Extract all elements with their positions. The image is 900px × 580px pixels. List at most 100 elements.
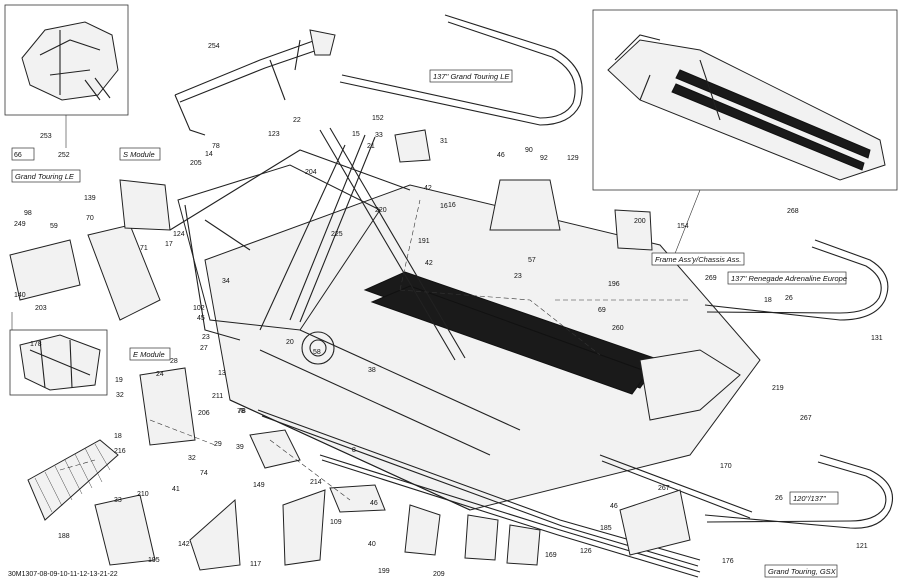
callout-label: 195 <box>148 557 160 564</box>
callout-label: 225 <box>331 231 343 238</box>
inset-ref-252: 66 <box>11 147 35 161</box>
callout-label: 14 <box>205 151 213 158</box>
callout-label: 39 <box>236 444 244 451</box>
callout-label: 45 <box>197 315 205 322</box>
callout-label: 109 <box>330 519 342 526</box>
dashed-leaders <box>59 199 690 501</box>
callout-label: 92 <box>540 155 548 162</box>
callout-label: 33 <box>114 497 122 504</box>
callout-label: 129 <box>567 155 579 162</box>
callout-label: 196 <box>608 281 620 288</box>
callout-label: 200 <box>634 218 646 225</box>
callout-label: 210 <box>137 491 149 498</box>
callout-label: 268 <box>787 208 799 215</box>
rear-bumper-131 <box>704 239 889 321</box>
document-number: 30M1307-08-09-10-11-12-13-21-22 <box>8 571 118 578</box>
variant-label-gt-le-137: 137'' Grand Touring LE <box>429 69 513 83</box>
callout-label: 69 <box>598 307 606 314</box>
callout-label: 152 <box>372 115 384 122</box>
callout-label: 28 <box>170 358 178 365</box>
callout-label: 58 <box>313 349 321 356</box>
callout-label: 40 <box>368 541 376 548</box>
callout-label: 188 <box>58 533 70 540</box>
footrests-and-brackets <box>9 129 691 571</box>
variant-label-grand-touring-le: Grand Touring LE <box>11 169 81 183</box>
variant-label-120-137: 120''/137'' <box>789 491 839 505</box>
callout-label: 90 <box>525 147 533 154</box>
callout-label: 124 <box>173 231 185 238</box>
callout-label: 46 <box>370 500 378 507</box>
callout-label: 57 <box>528 257 536 264</box>
callout-label: 131 <box>871 335 883 342</box>
variant-label-e-module: E Module <box>129 347 171 361</box>
callout-label: 16 <box>448 202 456 209</box>
callout-label: 191 <box>418 238 430 245</box>
inset-chassis-view-top-right <box>592 9 898 191</box>
callout-label: 71 <box>140 245 148 252</box>
callout-label: 26 <box>775 495 783 502</box>
svg-text:120''/137'': 120''/137'' <box>793 494 826 503</box>
callout-label: 15 <box>352 131 360 138</box>
callout-label: 117 <box>250 561 261 568</box>
callout-numbers: 254 22 15 123 21 14 78 205 204 33 152 31… <box>14 43 883 578</box>
callout-label: 267 <box>658 485 670 492</box>
callout-label: 42 <box>425 260 433 267</box>
svg-text:Frame Ass'y/Chassis Ass.: Frame Ass'y/Chassis Ass. <box>655 255 741 264</box>
callout-label: 18 <box>114 433 122 440</box>
callout-label: 170 <box>720 463 732 470</box>
inset-module-detail-left <box>9 329 108 396</box>
callout-label: 220 <box>375 207 387 214</box>
callout-label: 121 <box>856 543 868 550</box>
variant-label-renegade-137: 137'' Renegade Adrenaline Europe <box>727 271 847 285</box>
callout-label: 26 <box>785 295 793 302</box>
callout-label: 78 <box>212 143 220 150</box>
callout-label: 252 <box>58 152 70 159</box>
callout-label: 254 <box>208 43 220 50</box>
callout-label: 32 <box>188 455 196 462</box>
callout-label: 38 <box>368 367 376 374</box>
svg-text:137'' Grand Touring LE: 137'' Grand Touring LE <box>433 72 510 81</box>
callout-label: 249 <box>14 221 26 228</box>
callout-label: 59 <box>50 223 58 230</box>
variant-label-s-module: S Module <box>119 147 161 161</box>
callout-label: 205 <box>190 160 202 167</box>
callout-label: 269 <box>705 275 717 282</box>
variant-label-frame-assy: Frame Ass'y/Chassis Ass. <box>651 252 745 266</box>
callout-label: 139 <box>84 195 96 202</box>
callout-label: 18 <box>764 297 772 304</box>
callout-252a: 66 <box>14 152 22 159</box>
callout-label: 46 <box>497 152 505 159</box>
callout-label: 19 <box>115 377 123 384</box>
callout-label: 22 <box>293 117 301 124</box>
rear-bumper-129 <box>339 14 583 126</box>
callout-label: 204 <box>305 169 317 176</box>
heat-exchanger-188 <box>27 439 119 521</box>
callout-label: 267 <box>800 415 812 422</box>
callout-label: 209 <box>433 571 445 578</box>
callout-label: 42 <box>424 185 432 192</box>
callout-label: 27 <box>200 345 208 352</box>
variant-label-grand-touring-gsx: Grand Touring, GSX <box>764 564 838 578</box>
callout-label: 260 <box>612 325 624 332</box>
svg-text:S Module: S Module <box>123 150 155 159</box>
callout-label: 149 <box>253 482 265 489</box>
callout-label: 140 <box>14 292 26 299</box>
callout-label: 206 <box>198 410 210 417</box>
callout-label: 203 <box>35 305 47 312</box>
callout-label: 154 <box>677 223 689 230</box>
callout-label: 98 <box>24 210 32 217</box>
callout-label: 178 <box>30 341 42 348</box>
callout-label: 70 <box>86 215 94 222</box>
rear-bumper-121 <box>704 454 894 529</box>
callout-label: 41 <box>172 486 180 493</box>
svg-text:Grand Touring, GSX: Grand Touring, GSX <box>768 567 837 576</box>
tunnel-chassis-assembly <box>204 184 761 511</box>
svg-text:E Module: E Module <box>133 350 165 359</box>
callout-label: 13 <box>218 370 226 377</box>
callout-label: 31 <box>440 138 448 145</box>
callout-label: 16 <box>440 203 448 210</box>
callout-label: 24 <box>156 371 164 378</box>
callout-label: 17 <box>165 241 173 248</box>
callout-label: 8 <box>352 447 356 454</box>
